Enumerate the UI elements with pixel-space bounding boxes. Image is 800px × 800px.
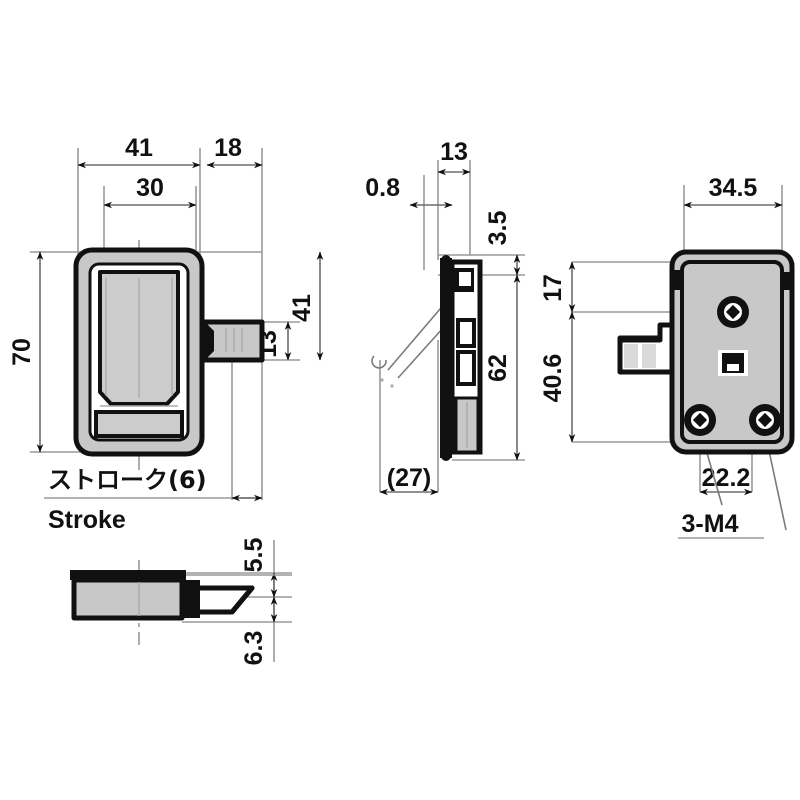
dimension-18-offset: 18 — [206, 134, 263, 169]
dim-label-27: (27) — [387, 464, 431, 492]
dimension-5-5: 5.5 — [240, 538, 278, 598]
dimension-3-5: 3.5 — [484, 211, 521, 276]
thread-callout-3-m4: 3-M4 — [678, 445, 787, 539]
dim-label-41: 41 — [125, 134, 153, 162]
dim-label-17: 17 — [539, 274, 567, 302]
dim-label-6-3: 6.3 — [240, 631, 268, 666]
dimension-13-depth: 13 — [437, 138, 471, 176]
front-view-body — [73, 247, 205, 457]
dimension-41-vertical: 41 — [288, 251, 324, 361]
front-view: 41 18 30 70 41 13 — [8, 134, 324, 534]
dimension-70-height: 70 — [8, 251, 44, 453]
dim-label-18: 18 — [214, 134, 242, 162]
dimension-40-6: 40.6 — [539, 311, 576, 443]
dim-label-41-vertical: 41 — [288, 294, 316, 322]
section-view: 5.5 6.3 — [70, 538, 292, 666]
dim-label-40-6: 40.6 — [539, 354, 567, 403]
stroke-label-english: Stroke — [48, 506, 126, 534]
dim-label-22-2: 22.2 — [702, 464, 751, 492]
dim-label-13-depth: 13 — [440, 138, 468, 166]
screw-hole-top — [717, 296, 749, 328]
side-view: 13 0.8 3.5 62 (27) — [365, 138, 525, 496]
screw-hole-bottom-left — [684, 404, 716, 436]
section-view-body — [70, 570, 292, 621]
dimension-34-5: 34.5 — [683, 174, 783, 209]
dimension-27: (27) — [371, 355, 439, 496]
dim-label-3-5: 3.5 — [484, 211, 512, 246]
dimension-22-2: 22.2 — [699, 464, 753, 496]
dimension-0-8: 0.8 — [365, 174, 453, 209]
rear-view: 34.5 17 40.6 22.2 3-M4 — [539, 174, 795, 539]
dimension-17: 17 — [539, 261, 576, 313]
side-view-body — [440, 255, 483, 461]
dim-label-30: 30 — [136, 174, 164, 202]
front-view-stroke-annotation: ストローク(6) Stroke — [44, 466, 263, 534]
dimension-62: 62 — [484, 274, 521, 461]
dimension-6-3: 6.3 — [240, 596, 278, 666]
dim-label-5-5: 5.5 — [240, 538, 268, 573]
dim-label-34-5: 34.5 — [709, 174, 758, 202]
dimension-41-width: 41 — [77, 134, 201, 169]
rear-view-body — [669, 249, 795, 455]
dim-label-62: 62 — [484, 354, 512, 382]
dim-label-70: 70 — [8, 338, 36, 366]
front-view-latch-tab — [202, 319, 265, 363]
stroke-label-japanese: ストローク(6) — [48, 466, 207, 494]
dim-label-0-8: 0.8 — [365, 174, 400, 202]
screw-hole-bottom-right — [749, 404, 781, 436]
center-square-feature — [718, 350, 748, 376]
dim-label-3-m4: 3-M4 — [682, 510, 739, 538]
dimension-30-inner-width: 30 — [103, 174, 197, 209]
